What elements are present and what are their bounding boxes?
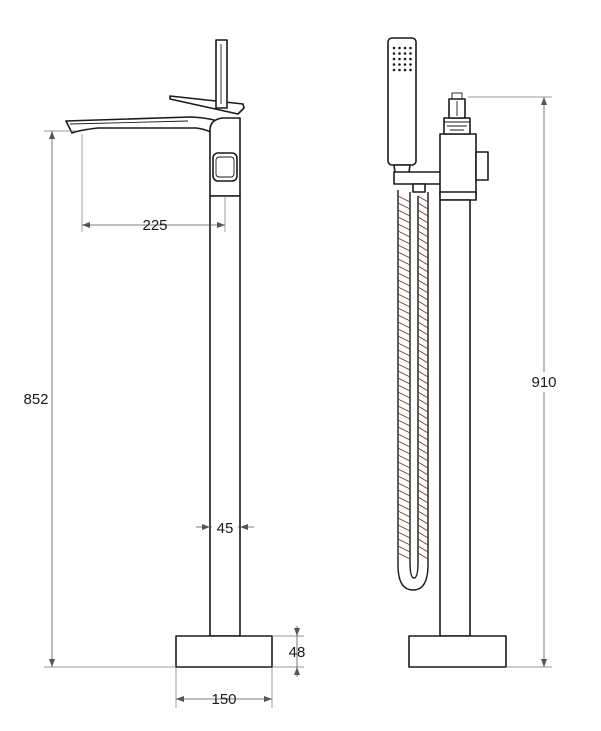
side-floor-base: [408, 635, 507, 668]
spray-nozzles: [392, 46, 412, 72]
shower-hose: [397, 190, 429, 591]
hand-shower-stick: [215, 39, 228, 109]
floor-base: [175, 635, 273, 668]
dim-base-height: 48: [289, 644, 306, 661]
dim-base-width: 150: [211, 691, 236, 708]
dim-spout-height: 852: [23, 391, 48, 408]
control-window: [212, 152, 238, 182]
hand-shower-head: [387, 37, 417, 166]
dim-total-height: 910: [531, 374, 556, 391]
side-column: [439, 199, 471, 637]
shower-holder: [393, 171, 443, 185]
column: [209, 195, 241, 637]
side-lever: [475, 151, 489, 181]
dim-spout-reach: 225: [142, 217, 167, 234]
side-mixer-body: [439, 133, 477, 197]
dim-column-width: 45: [217, 520, 234, 537]
side-view: 910: [387, 37, 560, 668]
front-view: 225 852 45 48 150: [23, 39, 306, 708]
lever-handle: [169, 95, 245, 115]
